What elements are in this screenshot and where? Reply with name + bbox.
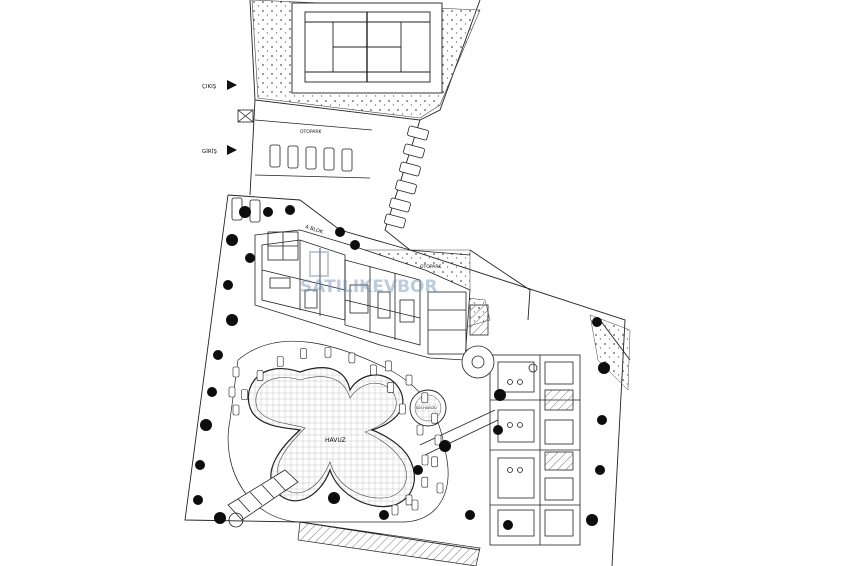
sun-lounger [399, 403, 406, 415]
sun-lounger [431, 412, 438, 424]
walkway [419, 409, 499, 456]
parking-label-b: OTOPARK [420, 264, 442, 270]
tree [200, 419, 212, 431]
tree [592, 317, 602, 327]
sun-lounger [241, 389, 248, 400]
parking-upper: OTOPARK [254, 119, 373, 179]
exit-label: ÇIKIŞ [202, 84, 217, 90]
parking-lower: OTOPARK [407, 249, 471, 270]
tree [350, 240, 360, 250]
gate-box [237, 109, 254, 123]
sun-lounger [421, 454, 429, 466]
block-label: A BLOK [304, 224, 324, 236]
sun-lounger [276, 356, 284, 367]
tree [503, 520, 513, 530]
sun-lounger [411, 499, 419, 511]
tree [195, 460, 205, 470]
sun-lounger [232, 404, 240, 416]
sun-lounger [391, 504, 399, 516]
tree [285, 205, 295, 215]
sun-lounger [348, 352, 356, 364]
tree [597, 415, 607, 425]
tree [263, 207, 273, 217]
tree [379, 510, 389, 520]
watermark-text: SATILIKEVBOR [300, 277, 438, 297]
tree [226, 314, 238, 326]
tree [239, 206, 251, 218]
watermark: SATILIKEVBOR [300, 251, 438, 297]
tree [207, 387, 217, 397]
parked-cars-diagonal [384, 125, 429, 229]
building-block-a: A BLOK [254, 224, 489, 361]
tree [465, 510, 475, 520]
trees [193, 205, 610, 530]
tree [335, 227, 345, 237]
tree [598, 362, 610, 374]
tree [439, 440, 451, 452]
sun-lounger [405, 374, 413, 386]
entrance-marker: GİRİŞ [202, 145, 237, 155]
sun-lounger [385, 360, 392, 372]
sun-lounger [387, 382, 394, 393]
tree [413, 465, 423, 475]
tree [494, 389, 506, 401]
water-slide [227, 469, 299, 528]
sun-loungers [228, 347, 444, 516]
sun-lounger [228, 386, 236, 398]
parking-label-a: OTOPARK [300, 129, 322, 135]
tree [493, 425, 503, 435]
tree [245, 253, 255, 263]
sun-lounger [405, 494, 413, 506]
sun-lounger [232, 366, 240, 378]
fountain-label: SÜS HAVUZU [416, 405, 437, 410]
sun-lounger [300, 348, 307, 359]
tree [328, 492, 340, 504]
sun-lounger [431, 456, 438, 468]
parked-cars-row [231, 144, 353, 223]
tree [213, 350, 223, 360]
tree [214, 512, 226, 524]
tree [595, 465, 605, 475]
round-platform [461, 345, 495, 379]
pool-label: HAVUZ [325, 437, 346, 444]
tree [586, 514, 598, 526]
swimming-pool: HAVUZ [247, 367, 416, 508]
sun-lounger [421, 392, 429, 404]
building-right [489, 354, 581, 546]
sun-lounger [421, 476, 429, 488]
tennis-court [291, 2, 443, 94]
bottom-strip [297, 521, 481, 566]
entrance-label: GİRİŞ [202, 148, 217, 155]
exit-marker: ÇIKIŞ [202, 80, 237, 90]
sun-lounger [434, 434, 442, 446]
tree [226, 234, 238, 246]
sun-lounger [370, 364, 377, 376]
sun-lounger [324, 347, 332, 358]
sun-lounger [436, 482, 444, 494]
sun-lounger [416, 424, 424, 436]
tree [223, 280, 233, 290]
tree [193, 495, 203, 505]
sun-lounger [256, 370, 264, 381]
